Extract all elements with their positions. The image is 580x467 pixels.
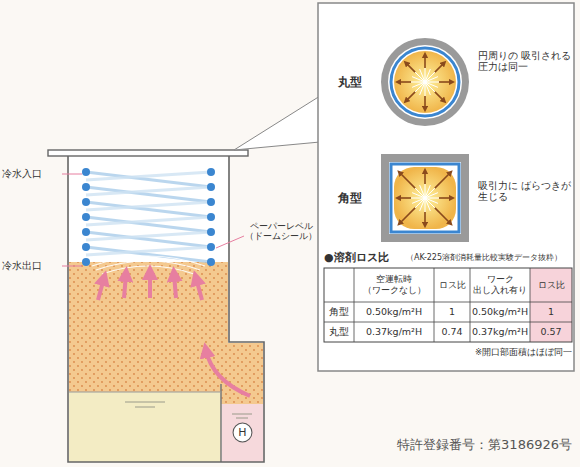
shape-label: 角型: [338, 190, 376, 206]
table-cell: 角型: [324, 302, 354, 322]
label-text: 角型: [329, 306, 349, 317]
label-text: 1: [548, 306, 554, 317]
vapor-arrows: [98, 272, 250, 396]
label-text: 丸型: [329, 326, 349, 337]
table-cell: 丸型: [324, 322, 354, 342]
label-text: 0.50kg/m²H: [472, 306, 528, 317]
tank-air: [69, 156, 228, 262]
loss-table: [324, 268, 572, 342]
table-cell: 0.37kg/m²H: [470, 322, 530, 342]
table-header: ロス比: [434, 268, 470, 302]
table-cell: 0.74: [434, 322, 470, 342]
table-note: ※開口部面積はほぼ同一: [424, 345, 572, 359]
label-text: 0.57: [540, 326, 561, 337]
callout-wedge: [234, 96, 320, 150]
dome-seal: [92, 256, 205, 274]
note-text: 円周りの 吸引される 圧力は同一: [478, 38, 572, 84]
shape-label: 丸型: [338, 74, 376, 90]
sump-top: [69, 392, 221, 393]
label-text: 角型: [338, 191, 362, 205]
note-text: 吸引力に ばらつきが 生じる: [478, 168, 572, 214]
label-text: 丸型: [338, 75, 362, 89]
label-text: 冷水入口: [2, 168, 42, 180]
table-cell: 1: [434, 302, 470, 322]
label-text: ロス比: [538, 280, 565, 291]
patent-number: 特許登録番号：第3186926号: [320, 434, 572, 456]
label-text: 0.50kg/m²H: [366, 306, 422, 317]
tank-lip: [48, 150, 248, 156]
table-cell: 0.50kg/m²H: [470, 302, 530, 322]
label-text: 0.37kg/m²H: [366, 326, 422, 337]
label-text: 円周りの 吸引される 圧力は同一: [478, 50, 572, 73]
label-text: ワーク 出し入れ有り: [470, 274, 530, 296]
label-text: 0.74: [441, 326, 462, 337]
table-header: 空運転時 （ワークなし）: [354, 268, 434, 302]
table-cell: 1: [530, 302, 572, 322]
vapor-zone: [69, 262, 263, 404]
label-text: ペーパーレベル （ドームシール）: [245, 221, 317, 241]
square-opening: [381, 154, 469, 242]
label-text: ロス比: [439, 280, 466, 291]
table-header: ロス比: [530, 268, 572, 302]
label-text: ※開口部面積はほぼ同一: [475, 347, 572, 357]
cooling-coil: [82, 168, 215, 266]
label-text: （AK-225溶剤消耗量比較実験データ抜粋）: [406, 253, 562, 263]
liquid-lines: [125, 402, 252, 418]
table-header: ワーク 出し入れ有り: [470, 268, 530, 302]
label-text: 吸引力に ばらつきが 生じる: [478, 180, 572, 203]
divider-wall: [220, 384, 222, 462]
table-cell: 0.50kg/m²H: [354, 302, 434, 322]
heater-label: H: [232, 422, 253, 443]
label-text: ●溶剤ロス比: [324, 251, 389, 264]
part-label: 冷水入口: [2, 166, 62, 182]
tank-wall: [68, 156, 264, 462]
leader-lines: [62, 174, 244, 266]
part-label: 冷水出口: [2, 258, 62, 274]
callout-panel: [318, 3, 574, 371]
table-cell: 0.57: [530, 322, 572, 342]
boil-sump: [69, 392, 221, 462]
label-text: 特許登録番号：第3186926号: [397, 437, 572, 453]
heater-symbol: H: [232, 422, 253, 443]
table-cell: 0.37kg/m²H: [354, 322, 434, 342]
label-text: 冷水出口: [2, 260, 42, 272]
part-label: ペーパーレベル （ドームシール）: [246, 216, 316, 246]
label-text: 空運転時 （ワークなし）: [354, 274, 434, 296]
label-text: 1: [449, 306, 455, 317]
table-title: ●溶剤ロス比: [324, 250, 406, 266]
table-subtitle: （AK-225溶剤消耗量比較実験データ抜粋）: [406, 251, 574, 265]
round-opening: [381, 38, 469, 126]
heater-sump: [222, 404, 263, 462]
label-text: 0.37kg/m²H: [472, 326, 528, 337]
